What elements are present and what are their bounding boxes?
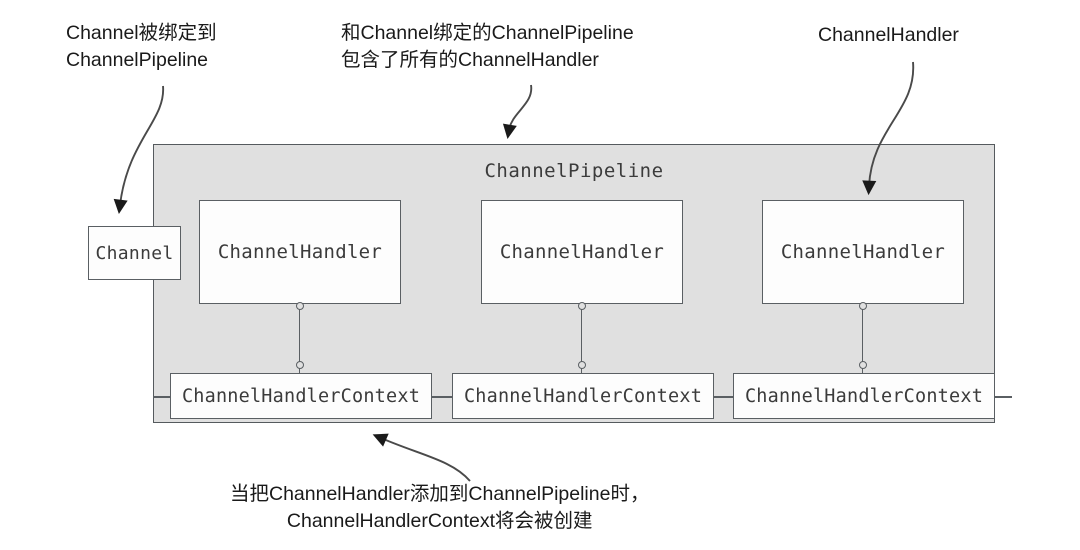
arrow-to-pipeline-panel: [502, 84, 532, 139]
channel-handler-box-2[interactable]: ChannelHandler: [481, 200, 683, 304]
context-chain-stub-right: [992, 396, 1012, 398]
channel-pipeline-title: ChannelPipeline: [484, 160, 664, 182]
connector-endpoint-circle: [859, 361, 867, 369]
annotation-channel-handler: ChannelHandler: [818, 24, 959, 46]
channel-box[interactable]: Channel: [88, 226, 181, 280]
connector-endpoint-circle: [578, 302, 586, 310]
channel-handler-context-box-1[interactable]: ChannelHandlerContext: [170, 373, 432, 419]
annotation-context-created: 当把ChannelHandler添加到ChannelPipeline时， Cha…: [230, 483, 650, 532]
channel-handler-box-3[interactable]: ChannelHandler: [762, 200, 964, 304]
handler-context-connector-2: [581, 305, 582, 373]
handler-context-connector-3: [862, 305, 863, 373]
context-chain-stub-left: [153, 396, 171, 398]
connector-endpoint-circle: [859, 302, 867, 310]
annotation-pipeline-contains: 和Channel绑定的ChannelPipeline 包含了所有的Channel…: [341, 22, 634, 71]
channel-handler-context-box-2[interactable]: ChannelHandlerContext: [452, 373, 714, 419]
connector-endpoint-circle: [578, 361, 586, 369]
context-chain-stub-1-2: [431, 396, 453, 398]
channel-handler-context-box-3[interactable]: ChannelHandlerContext: [733, 373, 995, 419]
annotation-channel-binding: Channel被绑定到 ChannelPipeline: [66, 22, 217, 71]
context-chain-stub-2-3: [711, 396, 734, 398]
connector-endpoint-circle: [296, 302, 304, 310]
handler-context-connector-1: [299, 305, 300, 373]
arrow-to-context-box: [372, 433, 471, 482]
channel-handler-box-1[interactable]: ChannelHandler: [199, 200, 401, 304]
connector-endpoint-circle: [296, 361, 304, 369]
